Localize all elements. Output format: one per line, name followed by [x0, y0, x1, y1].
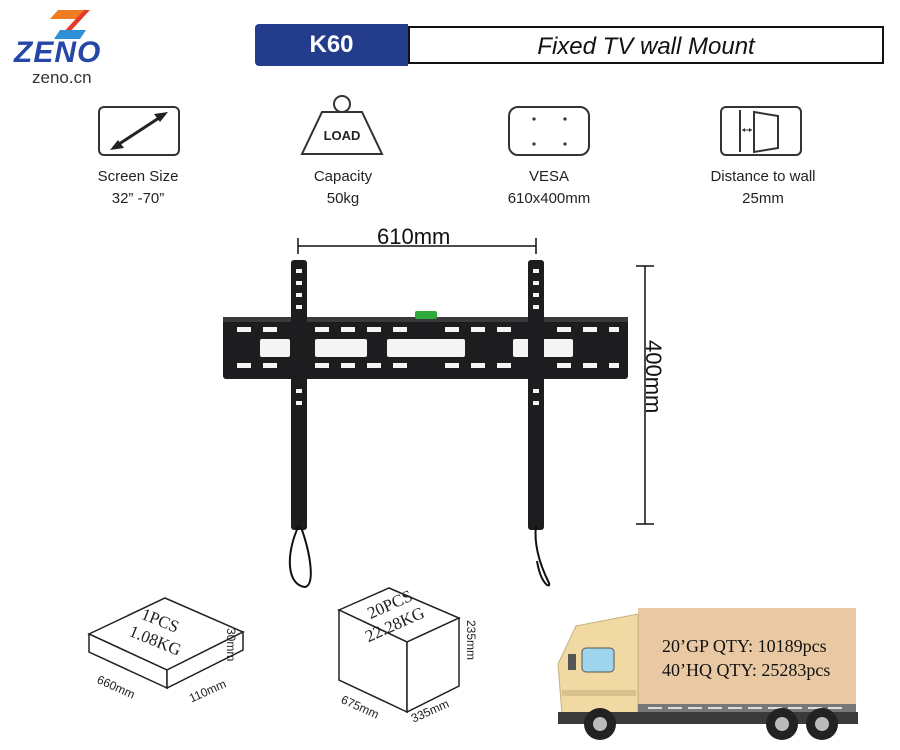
carton-package-height: 235mm: [464, 620, 478, 661]
spec-screen-size-label: Screen Size: [97, 168, 179, 185]
width-dimension-line: [297, 238, 537, 254]
zeno-logo-icon: [50, 10, 90, 39]
load-text: LOAD: [323, 128, 361, 143]
brand-name: ZENO: [14, 36, 102, 69]
spec-screen-size-value: 32” -70”: [111, 190, 165, 207]
single-package-box: [87, 597, 245, 690]
height-dimension-line: [636, 265, 654, 525]
brand-url: zeno.cn: [32, 68, 92, 87]
spec-distance-label: Distance to wall: [710, 168, 816, 185]
model-label: K60: [255, 24, 408, 66]
tv-mount-image: [223, 260, 628, 589]
carton-package-box: [337, 587, 461, 714]
height-dimension-label: 400mm: [641, 340, 666, 414]
spec-vesa-label: VESA: [528, 168, 570, 185]
load-weight-icon: [300, 95, 384, 155]
vesa-icon: [508, 106, 590, 156]
gp20-quantity: 20’GP QTY: 10189pcs: [662, 636, 827, 656]
width-dimension-label: 610mm: [377, 224, 451, 249]
product-title: Fixed TV wall Mount: [408, 26, 884, 64]
spec-capacity-label: Capacity: [313, 168, 373, 185]
spec-distance-value: 25mm: [742, 190, 784, 207]
distance-to-wall-icon: [720, 106, 802, 156]
spec-capacity-value: 50kg: [326, 190, 360, 207]
hq40-quantity: 40’HQ QTY: 25283pcs: [662, 660, 831, 680]
screen-size-icon: [98, 106, 180, 156]
shipping-truck-image: [557, 608, 858, 740]
spec-vesa-value: 610x400mm: [507, 190, 591, 207]
single-package-height: 30mm: [224, 628, 238, 662]
